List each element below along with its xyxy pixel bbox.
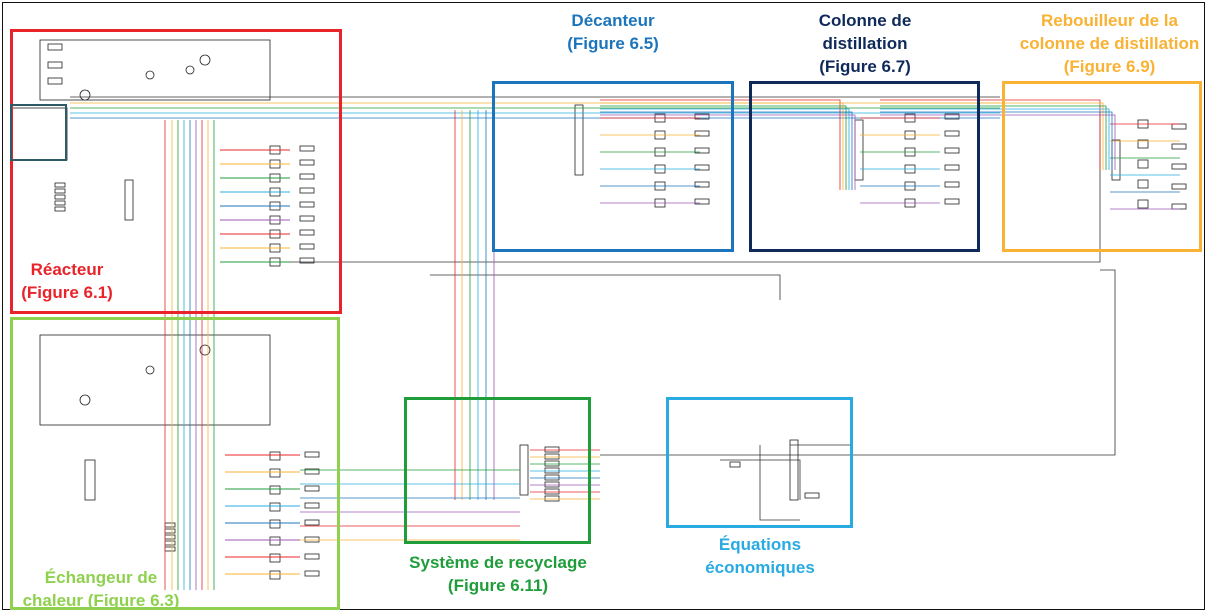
economiques-label-line2: économiques (690, 556, 830, 579)
colonne-label-line3: (Figure 6.7) (795, 55, 935, 78)
rebouilleur-label-line2: colonne de distillation (1012, 32, 1207, 55)
reacteur-label: Réacteur (Figure 6.1) (17, 258, 117, 304)
colonne-label-line2: distillation (795, 32, 935, 55)
rebouilleur-label-line3: (Figure 6.9) (1012, 55, 1207, 78)
rebouilleur-label-line1: Rebouilleur de la (1012, 9, 1207, 32)
feedback-line (430, 275, 780, 300)
decanteur-region[interactable] (492, 81, 734, 252)
colonne-region[interactable] (749, 81, 980, 252)
echangeur-label-line2: chaleur (Figure 6.3) (10, 589, 192, 612)
economiques-label: Équations économiques (690, 533, 830, 579)
decanteur-label-line1: Décanteur (548, 9, 678, 32)
rebouilleur-label: Rebouilleur de la colonne de distillatio… (1012, 9, 1207, 78)
recyclage-label: Système de recyclage (Figure 6.11) (392, 551, 604, 597)
equation-subbox (10, 104, 67, 161)
economiques-region[interactable] (666, 397, 853, 528)
colonne-label: Colonne de distillation (Figure 6.7) (795, 9, 935, 78)
decanteur-label-line2: (Figure 6.5) (548, 32, 678, 55)
rebouilleur-region[interactable] (1002, 81, 1202, 252)
echangeur-label: Échangeur de chaleur (Figure 6.3) (10, 566, 192, 612)
colonne-label-line1: Colonne de (795, 9, 935, 32)
recyclage-region[interactable] (404, 397, 591, 544)
economiques-label-line1: Équations (690, 533, 830, 556)
reacteur-label-line2: (Figure 6.1) (17, 281, 117, 304)
reacteur-label-line1: Réacteur (17, 258, 117, 281)
recyclage-label-line1: Système de recyclage (392, 551, 604, 574)
recyclage-label-line2: (Figure 6.11) (392, 574, 604, 597)
echangeur-label-line1: Échangeur de (10, 566, 192, 589)
decanteur-label: Décanteur (Figure 6.5) (548, 9, 678, 55)
